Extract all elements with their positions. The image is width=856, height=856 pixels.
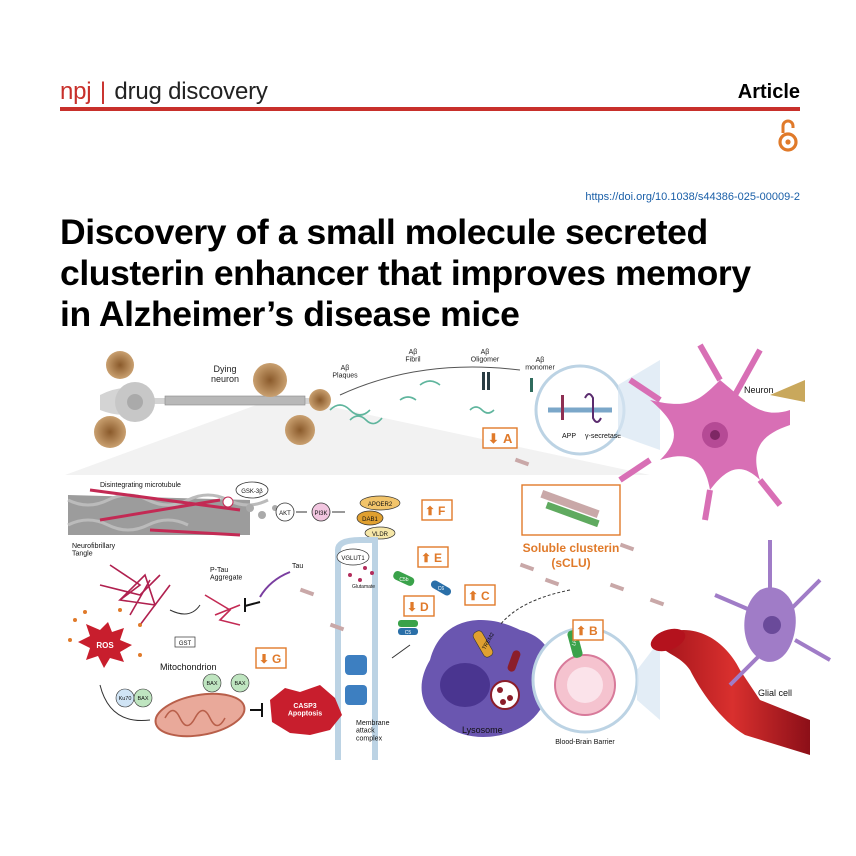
- neurofibrillary-tangle: [99, 564, 171, 626]
- mitochondrion: [154, 692, 246, 738]
- svg-text:⬇: ⬇: [488, 431, 499, 446]
- label-glial-cell: Glial cell: [758, 688, 792, 698]
- svg-text:⬇: ⬇: [259, 652, 269, 666]
- open-access-icon: [778, 119, 798, 152]
- label-gamma-secretase: γ-secretase: [585, 433, 621, 440]
- marker-b: ⬆ B: [572, 619, 604, 641]
- svg-text:C: C: [481, 589, 490, 603]
- label-ros: ROS: [96, 641, 114, 650]
- title-line-1: Discovery of a small molecule secreted: [60, 212, 708, 252]
- marker-a: ⬇ A: [482, 427, 518, 449]
- svg-text:⬆: ⬆: [576, 624, 586, 638]
- glutamate-dots: [348, 566, 374, 582]
- label-c6: C6: [438, 586, 445, 592]
- svg-text:⬆: ⬆: [421, 551, 431, 565]
- label-bbb: Blood-Brain Barrier: [555, 739, 615, 746]
- ros-particles: [68, 608, 142, 657]
- label-bax-3: BAX: [137, 696, 148, 702]
- journal-npj: npj: [60, 78, 92, 105]
- svg-text:A: A: [503, 431, 513, 446]
- marker-f: ⬆ F: [421, 499, 453, 521]
- svg-text:G: G: [272, 652, 281, 666]
- soluble-clusterin-box: [521, 484, 621, 536]
- kinase-cascade: GSK-3β AKT PI3K: [222, 481, 345, 522]
- svg-text:F: F: [438, 504, 445, 518]
- mac-channels: [345, 655, 367, 705]
- blood-vessel: [650, 628, 810, 755]
- aggregation-arrow: [339, 366, 521, 396]
- microglia: [421, 620, 554, 737]
- label-tau: Tau: [292, 563, 303, 570]
- label-ku70: Ku70: [119, 696, 132, 702]
- svg-text:⬆: ⬆: [468, 589, 478, 603]
- complement-proteins: C5b C6 C5: [393, 571, 452, 636]
- journal-separator: |: [99, 78, 106, 105]
- journal-subtitle: drug discovery: [114, 78, 268, 105]
- pathway-arrows: [99, 589, 571, 722]
- label-vglut1: VGLUT1: [341, 556, 365, 562]
- label-sclu: (sCLU): [551, 556, 590, 570]
- label-vldr: VLDR: [372, 532, 389, 538]
- label-gst: GST: [179, 641, 192, 647]
- bax-proteins: BAX BAX Ku70 BAX: [115, 673, 250, 708]
- header-rule: [60, 107, 800, 111]
- svg-text:⬆: ⬆: [425, 504, 435, 518]
- label-neuron: Neuron: [744, 385, 774, 395]
- clusterin-molecules: [299, 457, 665, 632]
- doi-link[interactable]: https://doi.org/10.1038/s44386-025-00009…: [585, 191, 800, 203]
- journal-name: npj | drug discovery: [60, 78, 268, 106]
- marker-d: ⬇ D: [403, 595, 435, 617]
- label-akt: AKT: [279, 511, 291, 517]
- zoom-fan: [65, 400, 650, 475]
- label-lysosome: Lysosome: [462, 725, 503, 735]
- amyloid-fibrils: [329, 380, 495, 425]
- dying-neuron: [94, 351, 331, 448]
- label-apoer2: APOER2: [368, 502, 393, 508]
- synaptic-membrane: [335, 537, 378, 760]
- label-glutamate: Glutamate: [352, 584, 375, 590]
- glial-cell: [714, 540, 831, 687]
- svg-text:B: B: [589, 624, 598, 638]
- ros-burst: ROS: [78, 622, 132, 668]
- article-type: Article: [737, 81, 800, 103]
- title-line-3: in Alzheimer’s disease mice: [60, 294, 520, 334]
- label-microtubule: Disintegrating microtubule: [100, 482, 181, 489]
- label-mitochondrion: Mitochondrion: [160, 662, 217, 672]
- svg-text:E: E: [434, 551, 442, 565]
- marker-g: ⬇ G: [255, 647, 287, 669]
- label-pi3k: PI3K: [314, 511, 327, 517]
- label-soluble-clusterin: Soluble clusterin: [523, 541, 620, 555]
- label-c5: C5: [405, 630, 412, 636]
- marker-e: ⬆ E: [417, 546, 449, 568]
- svg-text:⬇: ⬇: [407, 600, 417, 614]
- label-app: APP: [562, 433, 576, 440]
- svg-text:D: D: [420, 600, 429, 614]
- marker-c: ⬆ C: [464, 584, 496, 606]
- label-bax-1: BAX: [206, 681, 217, 687]
- article-title: Discovery of a small molecule secreted c…: [60, 212, 805, 335]
- neuron-illustration: [618, 343, 805, 521]
- ptau-aggregate: [204, 594, 241, 626]
- title-line-2: clusterin enhancer that improves memory: [60, 253, 751, 293]
- reelin-receptors: APOER2 DAB1 VLDR: [356, 495, 401, 540]
- label-dab1: DAB1: [362, 517, 378, 523]
- label-gsk3b: GSK-3β: [241, 489, 263, 495]
- label-c5b: C5b: [399, 577, 408, 583]
- oligomer-rods: [482, 372, 533, 392]
- label-bax-2: BAX: [234, 681, 245, 687]
